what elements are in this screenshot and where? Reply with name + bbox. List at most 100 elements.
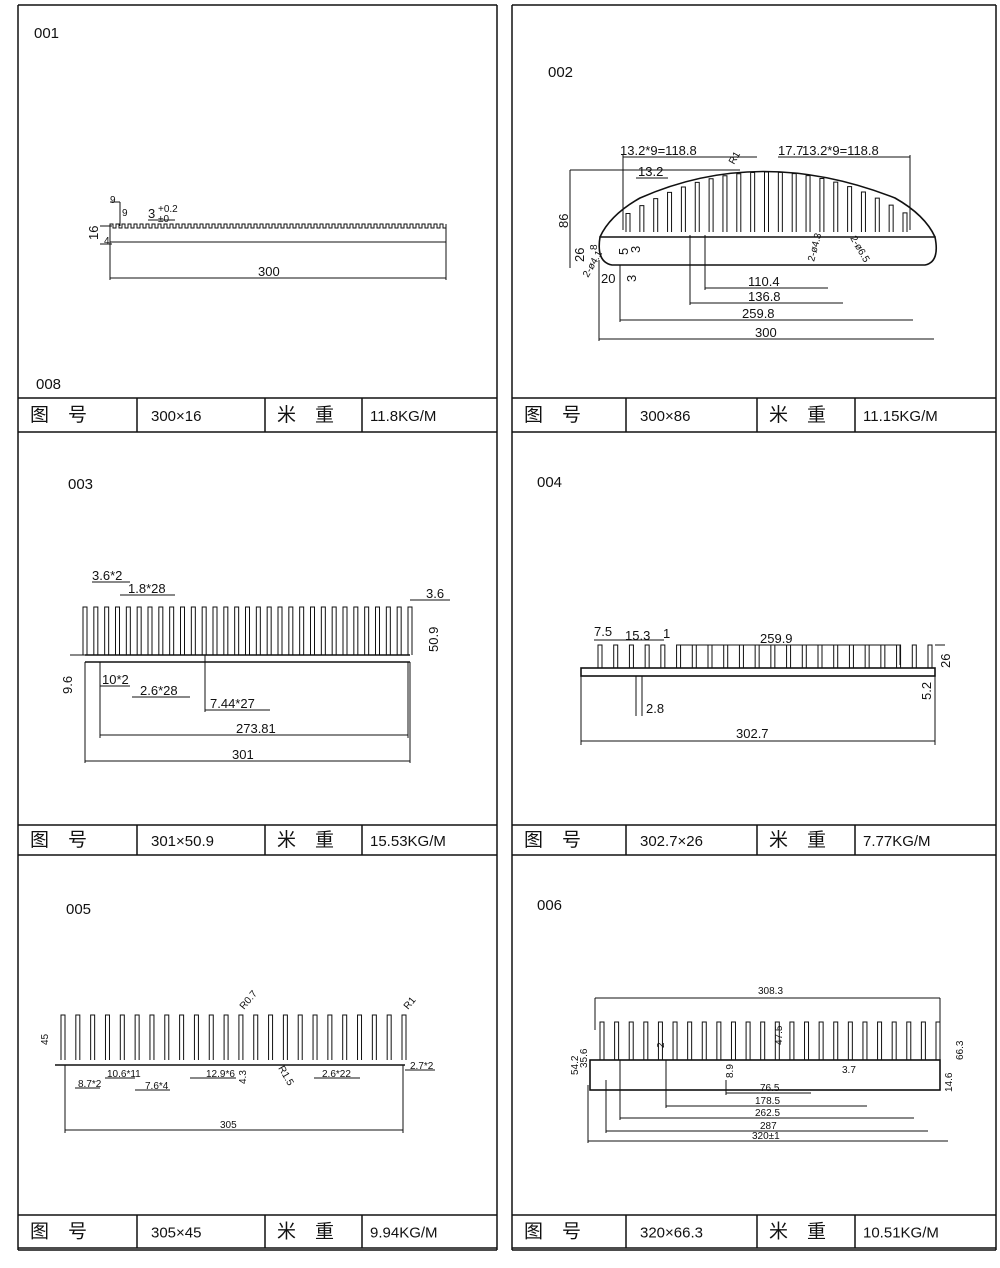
dim-label: 259.9	[760, 631, 793, 646]
profile-size: 300×16	[151, 408, 201, 425]
fin	[331, 606, 337, 655]
dim-label: 47.5	[774, 1025, 785, 1045]
fin	[193, 1014, 199, 1060]
fin	[774, 1021, 780, 1060]
fin	[212, 606, 218, 655]
dim-label: 305	[220, 1120, 237, 1131]
fin	[310, 606, 315, 655]
fin	[401, 1014, 407, 1060]
dim-label: 110.4	[748, 274, 780, 289]
dim-label: 26	[938, 654, 953, 668]
fin	[136, 606, 142, 655]
dim-label: ±0	[158, 214, 169, 225]
fin	[208, 1014, 214, 1060]
fin	[935, 1021, 941, 1060]
weight-per-meter: 9.94KG/M	[370, 1225, 438, 1242]
dim-label: 14.6	[944, 1072, 955, 1092]
fin	[371, 1014, 377, 1060]
fin	[716, 1021, 722, 1060]
fin	[385, 606, 391, 655]
fin	[764, 171, 769, 232]
dim-label: 7.44*27	[210, 696, 255, 711]
fin	[599, 1021, 605, 1060]
profile-drawing-006: 308.3 54.2 35.6 66.3 14.6 2 47.5 8.9 3.7…	[570, 986, 966, 1143]
dim-label: 320±1	[752, 1131, 780, 1142]
fin	[104, 606, 110, 655]
weight-per-meter: 11.15KG/M	[863, 408, 938, 425]
fin	[707, 644, 713, 668]
label-weight: 米 重	[769, 1221, 826, 1243]
fin	[676, 644, 682, 668]
fin	[119, 1014, 125, 1060]
fin	[82, 606, 88, 655]
fin	[818, 1021, 824, 1060]
fin	[386, 1014, 392, 1060]
fin	[862, 1021, 868, 1060]
profile-size: 300×86	[640, 408, 690, 425]
fin	[891, 1021, 897, 1060]
dim-label: 4	[104, 236, 110, 247]
dim-label: 2.6*22	[322, 1069, 351, 1080]
fin	[833, 181, 839, 232]
fin	[672, 1021, 678, 1060]
fin	[760, 1021, 766, 1060]
dim-label: 3	[148, 206, 155, 221]
dim-label: 3.7	[842, 1065, 856, 1076]
dim-label: 7.6*4	[145, 1081, 169, 1092]
dim-label: 5.2	[919, 682, 934, 700]
profile-drawing-004: 7.5 15.3 1 259.9 26 5.2 2.8 302.7	[580, 624, 953, 745]
fin	[104, 1014, 110, 1060]
fin	[745, 1021, 751, 1060]
dim-label: 45	[40, 1033, 51, 1045]
fin	[149, 1014, 155, 1060]
dim-label: 3	[628, 246, 643, 253]
weight-per-meter: 11.8KG/M	[370, 408, 436, 425]
fin	[877, 1021, 883, 1060]
dim-label: 9.6	[60, 676, 75, 694]
fin	[754, 644, 760, 668]
dim-label: 54.2	[570, 1055, 581, 1075]
fin	[833, 644, 839, 668]
fin	[667, 191, 673, 232]
fin	[643, 1021, 649, 1060]
fin	[789, 1021, 795, 1060]
fin	[653, 198, 659, 232]
dim-label: 302.7	[736, 726, 769, 741]
fin	[777, 171, 783, 232]
fin	[708, 178, 714, 232]
dim-label: 9	[110, 195, 116, 206]
drawing-code: 002	[548, 64, 573, 81]
fin	[288, 606, 294, 655]
fin	[791, 173, 797, 232]
fin	[736, 173, 742, 232]
dim-label: 10*2	[102, 672, 129, 687]
fin	[833, 1021, 839, 1060]
dim-label: 20	[601, 271, 615, 286]
fin	[353, 606, 359, 655]
dim-label: 2.6*28	[140, 683, 178, 698]
profile-drawing-001: 300 16 9 9 4 3 +0.2 ±0	[86, 195, 447, 280]
fin	[134, 1014, 140, 1060]
fin	[375, 606, 380, 655]
weight-per-meter: 10.51KG/M	[863, 1225, 939, 1242]
fin	[848, 644, 854, 668]
fin	[819, 177, 825, 232]
dim-label: 5	[616, 248, 631, 255]
fin	[297, 1014, 303, 1060]
fin	[327, 1014, 333, 1060]
fin	[277, 606, 283, 655]
profile-drawing-005: 45 R0.7 R1 R1.5 8.7*2 10.6*11 7.6*4 12.9…	[40, 988, 435, 1133]
fin	[804, 1021, 810, 1060]
fin	[687, 1021, 693, 1060]
fin	[255, 606, 261, 655]
fin	[644, 644, 650, 668]
fin	[801, 644, 807, 668]
dim-label: R1	[727, 150, 743, 167]
label-drawing-no: 图 号	[524, 1221, 581, 1243]
profile-size: 302.7×26	[640, 833, 703, 850]
fin	[407, 606, 413, 655]
fin	[911, 644, 917, 668]
